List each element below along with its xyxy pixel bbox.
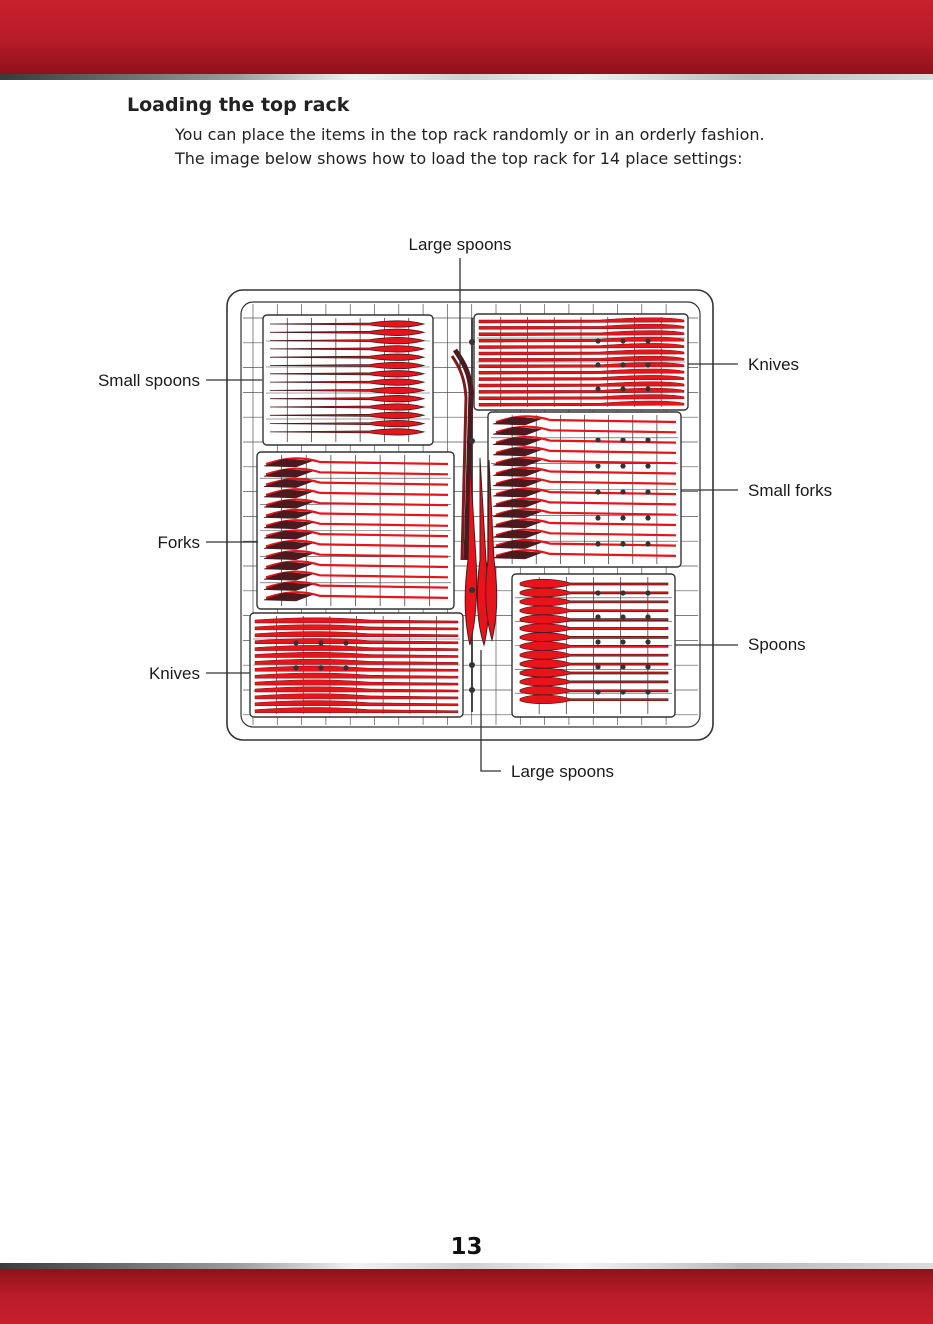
wire-node bbox=[645, 489, 650, 494]
wire-node bbox=[343, 640, 348, 645]
wire-node bbox=[595, 338, 600, 343]
label-small-spoons: Small spoons bbox=[98, 371, 200, 390]
wire-node bbox=[595, 463, 600, 468]
wire-node bbox=[645, 614, 650, 619]
leader-large-spoons-bottom bbox=[481, 650, 501, 771]
rod-node bbox=[469, 438, 475, 444]
wire-node bbox=[595, 664, 600, 669]
wire-node bbox=[595, 689, 600, 694]
wire-node bbox=[620, 386, 625, 391]
wire-node bbox=[645, 515, 650, 520]
rod-node bbox=[469, 339, 475, 345]
label-spoons: Spoons bbox=[748, 635, 806, 654]
label-small-forks: Small forks bbox=[748, 481, 832, 500]
wire-node bbox=[645, 664, 650, 669]
wire-node bbox=[620, 614, 625, 619]
wire-node bbox=[645, 689, 650, 694]
wire-node bbox=[293, 665, 298, 670]
page-number: 13 bbox=[0, 1234, 933, 1260]
wire-node bbox=[620, 437, 625, 442]
wire-node bbox=[595, 541, 600, 546]
wire-node bbox=[595, 489, 600, 494]
wire-node bbox=[620, 489, 625, 494]
label-large-spoons-bottom: Large spoons bbox=[511, 762, 614, 781]
wire-node bbox=[620, 590, 625, 595]
wire-node bbox=[645, 541, 650, 546]
label-large-spoons-top: Large spoons bbox=[408, 235, 511, 254]
wire-node bbox=[343, 665, 348, 670]
wire-node bbox=[595, 437, 600, 442]
wire-node bbox=[620, 639, 625, 644]
wire-node bbox=[645, 463, 650, 468]
wire-node bbox=[595, 362, 600, 367]
rod-node bbox=[469, 687, 475, 693]
label-forks: Forks bbox=[158, 533, 201, 552]
rod-node bbox=[469, 587, 475, 593]
wire-node bbox=[645, 437, 650, 442]
wire-node bbox=[620, 338, 625, 343]
wire-node bbox=[645, 639, 650, 644]
wire-node bbox=[645, 590, 650, 595]
wire-node bbox=[620, 664, 625, 669]
wire-node bbox=[595, 515, 600, 520]
rod-node bbox=[469, 662, 475, 668]
wire-node bbox=[645, 338, 650, 343]
wire-node bbox=[620, 541, 625, 546]
wire-node bbox=[293, 640, 298, 645]
wire-node bbox=[595, 386, 600, 391]
wire-node bbox=[620, 362, 625, 367]
wire-node bbox=[318, 640, 323, 645]
wire-node bbox=[595, 614, 600, 619]
wire-node bbox=[595, 590, 600, 595]
wire-node bbox=[620, 515, 625, 520]
label-knives-left: Knives bbox=[149, 664, 200, 683]
footer-band bbox=[0, 1269, 933, 1324]
wire-node bbox=[595, 639, 600, 644]
wire-node bbox=[318, 665, 323, 670]
wire-node bbox=[620, 463, 625, 468]
label-knives-right: Knives bbox=[748, 355, 799, 374]
wire-node bbox=[620, 689, 625, 694]
wire-node bbox=[645, 386, 650, 391]
wire-node bbox=[645, 362, 650, 367]
